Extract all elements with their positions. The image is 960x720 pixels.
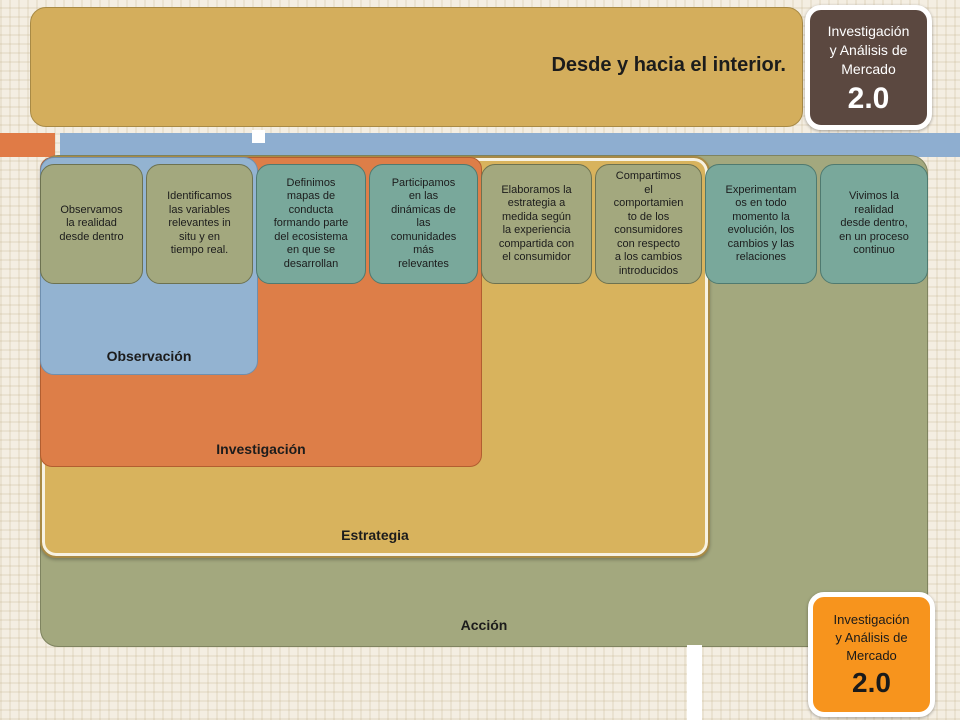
white-notch — [252, 130, 265, 143]
step-box-observamos: Observamos la realidad desde dentro — [40, 164, 143, 284]
investigacion-label: Investigación — [216, 441, 306, 457]
accion-label: Acción — [460, 617, 508, 633]
header-title: Desde y hacia el interior. — [551, 54, 786, 76]
blue-stripe-bar — [60, 133, 960, 157]
step-box-vivimos: Vivimos la realidad desde dentro, en un … — [820, 164, 928, 284]
step-box-experimentamos: Experimentam os en todo momento la evolu… — [705, 164, 817, 284]
white-pillar — [687, 645, 702, 720]
estrategia-label: Estrategia — [341, 527, 409, 543]
header-banner — [30, 7, 803, 127]
badge-top-version: 2.0 — [847, 82, 890, 115]
step-box-compartimos: Compartimos el comportamien to de los co… — [595, 164, 702, 284]
step-box-identificamos: Identificamos las variables relevantes i… — [146, 164, 253, 284]
badge-top-text: Investigación y Análisis de Mercado — [827, 23, 910, 77]
step-box-elaboramos: Elaboramos la estrategia a medida según … — [481, 164, 592, 284]
step-box-definimos: Definimos mapas de conducta formando par… — [256, 164, 366, 284]
observacion-label: Observación — [106, 348, 192, 364]
badge-bottom-version: 2.0 — [852, 667, 891, 698]
badge-top: Investigación y Análisis de Mercado 2.0 — [805, 5, 932, 130]
badge-bottom-text: Investigación y Análisis de Mercado — [833, 612, 910, 663]
badge-bottom: Investigación y Análisis de Mercado 2.0 — [808, 592, 935, 717]
orange-accent-bar — [0, 133, 55, 157]
step-box-participamos: Participamos en las dinámicas de las com… — [369, 164, 478, 284]
